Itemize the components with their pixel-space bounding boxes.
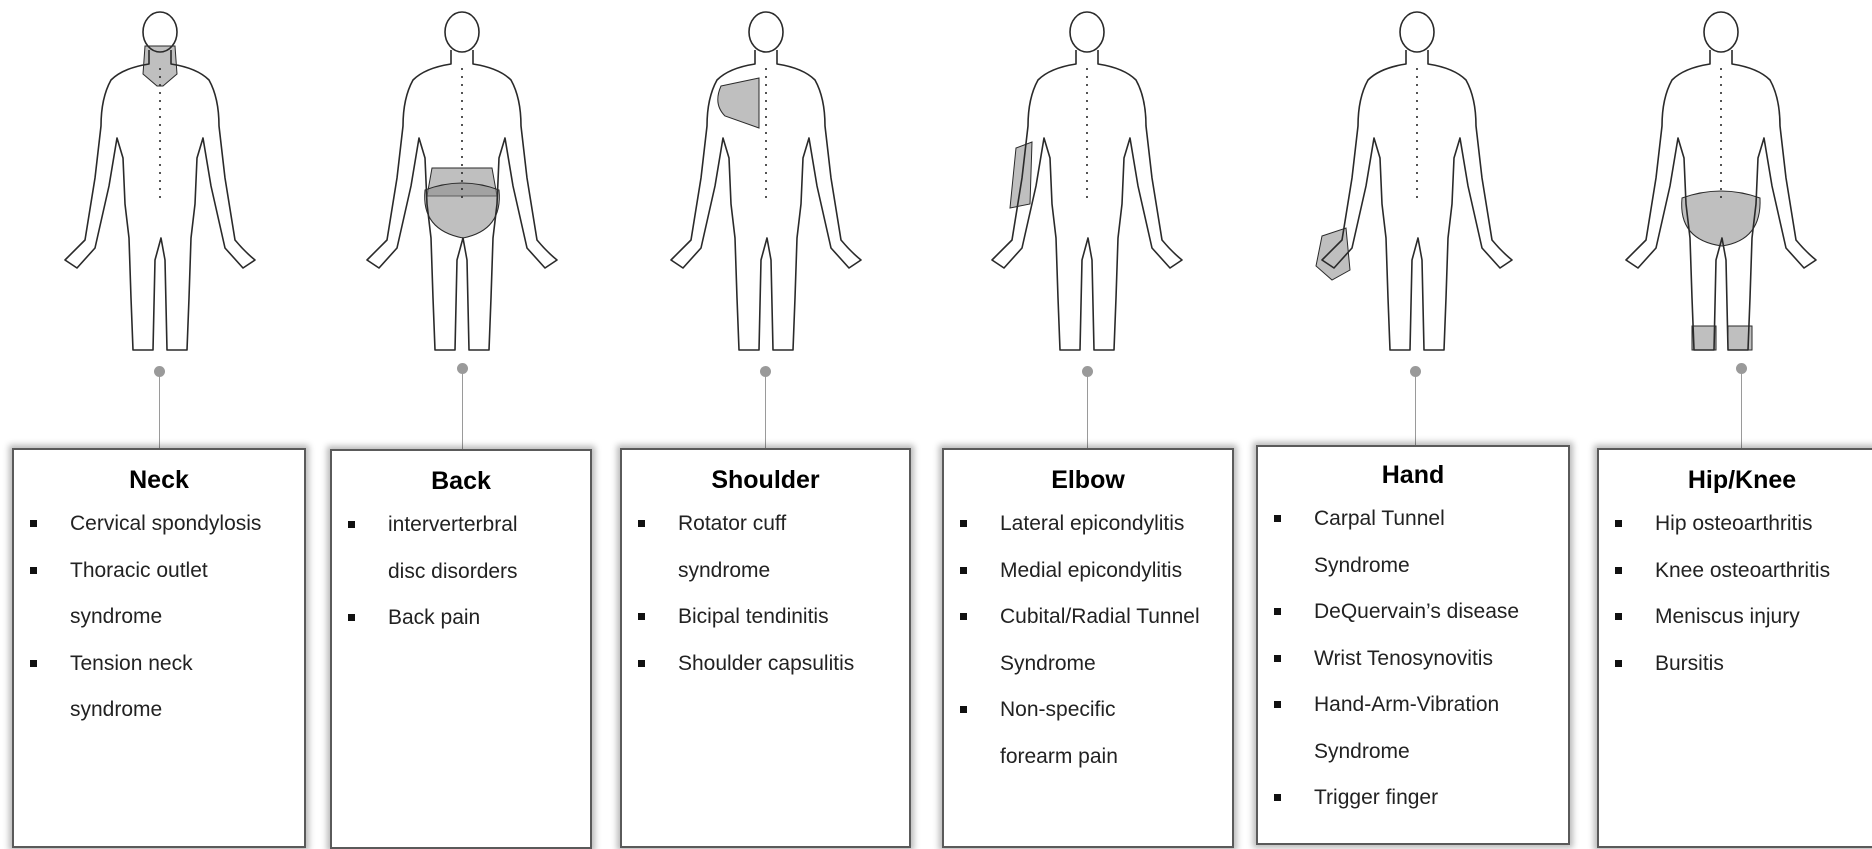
figure-neck <box>45 8 275 358</box>
connector-line <box>765 372 766 448</box>
list-item: Medial epicondylitis <box>954 548 1224 595</box>
shaded-regions <box>1010 142 1032 208</box>
card-elbow: Elbow Lateral epicondylitis Medial epico… <box>942 448 1234 848</box>
connector-line <box>1415 372 1416 445</box>
card-neck: Neck Cervical spondylosis Thoracic outle… <box>12 448 306 848</box>
card-title: Hand <box>1258 461 1568 490</box>
list-item: Lateral epicondylitis <box>954 501 1224 548</box>
shaded-regions <box>718 78 759 128</box>
list-item: Cubital/Radial Tunnel Syndrome <box>954 594 1224 687</box>
figure-hand <box>1302 8 1532 358</box>
list-item: Knee osteoarthritis <box>1609 548 1872 595</box>
body-outline <box>367 12 557 350</box>
body-outline-back <box>972 8 1202 358</box>
card-list: Lateral epicondylitis Medial epicondylit… <box>944 501 1232 780</box>
list-item: Carpal Tunnel Syndrome <box>1268 496 1560 589</box>
body-outline-back <box>651 8 881 358</box>
body-outline-back <box>347 8 577 358</box>
body-outline-front <box>1302 8 1532 358</box>
list-item: Hand-Arm-Vibration Syndrome <box>1268 682 1560 775</box>
list-item: Trigger finger <box>1268 775 1560 822</box>
card-title: Back <box>332 467 590 496</box>
card-title: Elbow <box>944 466 1232 495</box>
shaded-regions <box>1316 228 1350 280</box>
list-item: Cervical spondylosis <box>24 501 296 548</box>
card-hipknee: Hip/Knee Hip osteoarthritis Knee osteoar… <box>1597 448 1872 848</box>
list-item: Bursitis <box>1609 641 1872 688</box>
body-outline-back <box>1606 8 1836 358</box>
card-shoulder: Shoulder Rotator cuff syndrome Bicipal t… <box>620 448 911 848</box>
card-title: Neck <box>14 466 304 495</box>
figure-elbow <box>972 8 1202 358</box>
figure-hipknee <box>1606 8 1836 358</box>
card-back: Back interverterbral disc disorders Back… <box>330 449 592 849</box>
card-list: Hip osteoarthritis Knee osteoarthritis M… <box>1599 501 1872 687</box>
list-item: Wrist Tenosynovitis <box>1268 636 1560 683</box>
card-hand: Hand Carpal Tunnel Syndrome DeQuervain’s… <box>1256 445 1570 845</box>
list-item: Rotator cuff syndrome <box>632 501 901 594</box>
connector-line <box>462 369 463 449</box>
list-item: Bicipal tendinitis <box>632 594 901 641</box>
list-item: Non-specific forearm pain <box>954 687 1224 780</box>
list-item: Back pain <box>342 595 582 642</box>
list-item: Tension neck syndrome <box>24 641 296 734</box>
list-item: Shoulder capsulitis <box>632 641 901 688</box>
figure-back <box>347 8 577 358</box>
card-list: Cervical spondylosis Thoracic outlet syn… <box>14 501 304 734</box>
card-title: Hip/Knee <box>1599 466 1872 495</box>
body-outline <box>1626 12 1816 350</box>
body-outline-back <box>45 8 275 358</box>
body-outline <box>1322 12 1512 350</box>
card-list: Rotator cuff syndrome Bicipal tendinitis… <box>622 501 909 687</box>
list-item: Meniscus injury <box>1609 594 1872 641</box>
list-item: Thoracic outlet syndrome <box>24 548 296 641</box>
card-list: Carpal Tunnel Syndrome DeQuervain’s dise… <box>1258 496 1568 822</box>
figure-shoulder <box>651 8 881 358</box>
body-outline <box>671 12 861 350</box>
connector-line <box>1087 372 1088 448</box>
connector-line <box>1741 369 1742 448</box>
list-item: interverterbral disc disorders <box>342 502 582 595</box>
connector-line <box>159 372 160 448</box>
card-title: Shoulder <box>622 466 909 495</box>
list-item: Hip osteoarthritis <box>1609 501 1872 548</box>
card-list: interverterbral disc disorders Back pain <box>332 502 590 642</box>
list-item: DeQuervain’s disease <box>1268 589 1560 636</box>
shaded-regions <box>425 168 500 238</box>
